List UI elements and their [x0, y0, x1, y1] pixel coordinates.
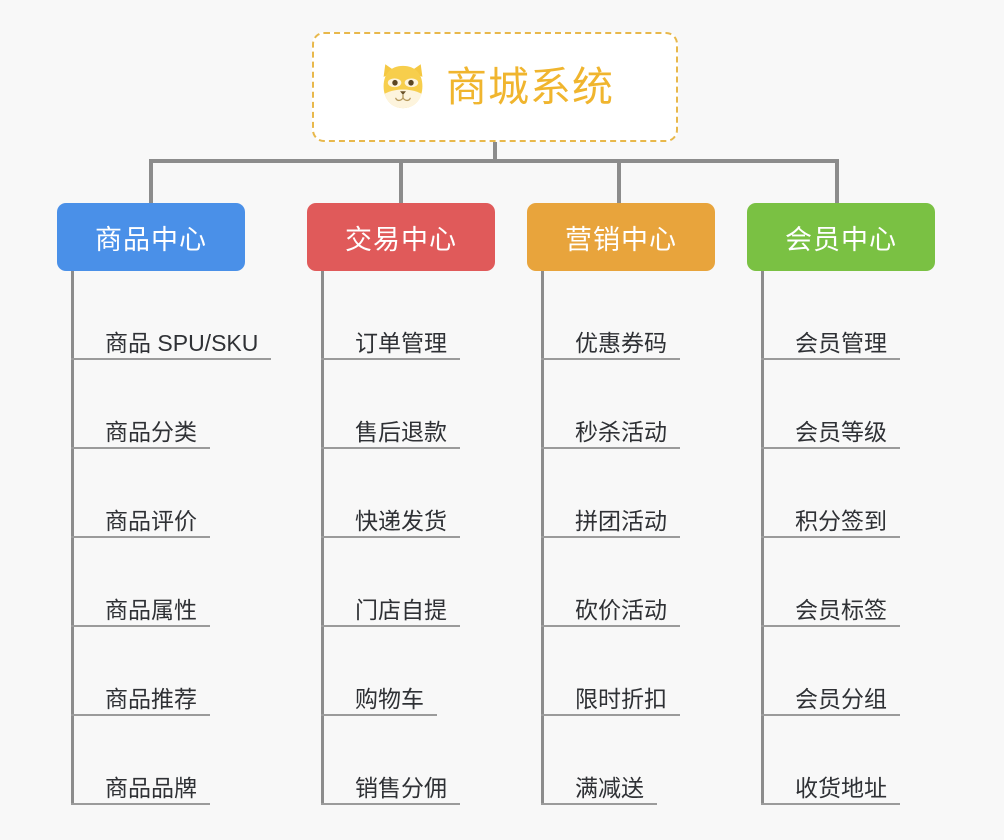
leaf-item[interactable]: 收货地址: [761, 716, 935, 805]
leaf-list-3: 会员管理 会员等级 积分签到 会员标签 会员分组 收货地址: [761, 271, 935, 805]
leaf-item[interactable]: 商品属性: [71, 538, 245, 627]
category-column-2: 营销中心 优惠券码 秒杀活动 拼团活动 砍价活动 限时折扣 满减送: [527, 203, 715, 805]
leaf-underline: [71, 447, 210, 449]
leaf-underline: [71, 803, 210, 805]
shiba-dog-icon: [383, 64, 423, 109]
leaf-label: 快递发货: [355, 507, 447, 534]
leaf-underline: [761, 536, 900, 538]
leaf-label: 积分签到: [795, 507, 887, 534]
category-header-0[interactable]: 商品中心: [57, 203, 245, 271]
leaf-list-2: 优惠券码 秒杀活动 拼团活动 砍价活动 限时折扣 满减送: [541, 271, 715, 805]
leaf-label: 售后退款: [355, 418, 447, 445]
leaf-underline: [761, 358, 900, 360]
leaf-underline: [541, 536, 680, 538]
leaf-item[interactable]: 商品 SPU/SKU: [71, 271, 271, 360]
leaf-label: 门店自提: [355, 596, 447, 623]
leaf-label: 商品 SPU/SKU: [105, 329, 259, 356]
leaf-item[interactable]: 销售分佣: [321, 716, 495, 805]
leaf-item[interactable]: 满减送: [541, 716, 715, 805]
leaf-item[interactable]: 快递发货: [321, 449, 495, 538]
category-header-1[interactable]: 交易中心: [307, 203, 495, 271]
category-header-3[interactable]: 会员中心: [747, 203, 935, 271]
leaf-label: 购物车: [355, 685, 424, 712]
leaf-underline: [541, 447, 680, 449]
root-title: 商城系统: [446, 63, 614, 110]
leaf-label: 满减送: [575, 774, 644, 801]
leaf-item[interactable]: 商品推荐: [71, 627, 245, 716]
category-header-label: 商品中心: [95, 224, 207, 255]
category-header-2[interactable]: 营销中心: [527, 203, 715, 271]
leaf-label: 商品评价: [105, 507, 197, 534]
leaf-label: 商品品牌: [105, 774, 197, 801]
connector-drop-1: [149, 159, 153, 205]
leaf-underline: [761, 625, 900, 627]
leaf-label: 优惠券码: [575, 329, 667, 356]
leaf-label: 销售分佣: [355, 774, 447, 801]
category-column-0: 商品中心 商品 SPU/SKU 商品分类 商品评价 商品属性 商品推荐 商品品牌: [57, 203, 271, 805]
category-header-label: 交易中心: [345, 224, 457, 255]
leaf-label: 收货地址: [795, 774, 887, 801]
leaf-underline: [541, 714, 680, 716]
leaf-item[interactable]: 商品评价: [71, 449, 245, 538]
category-column-1: 交易中心 订单管理 售后退款 快递发货 门店自提 购物车 销售分佣: [307, 203, 495, 805]
leaf-underline: [71, 358, 271, 360]
leaf-underline: [541, 625, 680, 627]
connector-bus: [149, 159, 839, 163]
leaf-item[interactable]: 会员管理: [761, 271, 935, 360]
leaf-label: 商品推荐: [105, 685, 197, 712]
leaf-label: 砍价活动: [575, 596, 667, 623]
leaf-item[interactable]: 会员分组: [761, 627, 935, 716]
leaf-underline: [541, 358, 680, 360]
leaf-list-1: 订单管理 售后退款 快递发货 门店自提 购物车 销售分佣: [321, 271, 495, 805]
leaf-underline: [321, 447, 460, 449]
leaf-underline: [321, 803, 460, 805]
leaf-item[interactable]: 售后退款: [321, 360, 495, 449]
leaf-label: 限时折扣: [575, 685, 667, 712]
connector-drop-4: [835, 159, 839, 205]
leaf-underline: [761, 803, 900, 805]
leaf-label: 商品属性: [105, 596, 197, 623]
leaf-underline: [321, 625, 460, 627]
leaf-item[interactable]: 门店自提: [321, 538, 495, 627]
category-header-label: 会员中心: [785, 224, 897, 255]
leaf-underline: [761, 714, 900, 716]
category-column-3: 会员中心 会员管理 会员等级 积分签到 会员标签 会员分组 收货地址: [747, 203, 935, 805]
leaf-item[interactable]: 订单管理: [321, 271, 495, 360]
leaf-underline: [541, 803, 657, 805]
leaf-label: 订单管理: [355, 329, 447, 356]
leaf-item[interactable]: 优惠券码: [541, 271, 715, 360]
leaf-underline: [71, 714, 210, 716]
leaf-item[interactable]: 秒杀活动: [541, 360, 715, 449]
leaf-list-0: 商品 SPU/SKU 商品分类 商品评价 商品属性 商品推荐 商品品牌: [71, 271, 271, 805]
leaf-item[interactable]: 拼团活动: [541, 449, 715, 538]
leaf-item[interactable]: 会员标签: [761, 538, 935, 627]
leaf-label: 会员标签: [795, 596, 887, 623]
leaf-label: 秒杀活动: [575, 418, 667, 445]
leaf-underline: [321, 714, 437, 716]
connector-drop-3: [617, 159, 621, 205]
leaf-underline: [761, 447, 900, 449]
leaf-item[interactable]: 购物车: [321, 627, 495, 716]
leaf-underline: [71, 536, 210, 538]
leaf-item[interactable]: 限时折扣: [541, 627, 715, 716]
leaf-item[interactable]: 会员等级: [761, 360, 935, 449]
leaf-item[interactable]: 商品分类: [71, 360, 245, 449]
leaf-label: 拼团活动: [575, 507, 667, 534]
leaf-underline: [321, 358, 460, 360]
leaf-label: 会员等级: [795, 418, 887, 445]
leaf-label: 会员管理: [795, 329, 887, 356]
leaf-item[interactable]: 商品品牌: [71, 716, 245, 805]
leaf-label: 商品分类: [105, 418, 197, 445]
leaf-underline: [321, 536, 460, 538]
leaf-label: 会员分组: [795, 685, 887, 712]
leaf-item[interactable]: 积分签到: [761, 449, 935, 538]
root-node[interactable]: 商城系统: [312, 32, 678, 142]
leaf-item[interactable]: 砍价活动: [541, 538, 715, 627]
category-header-label: 营销中心: [565, 224, 677, 255]
leaf-underline: [71, 625, 210, 627]
connector-drop-2: [399, 159, 403, 205]
connector-root-stem: [493, 142, 497, 161]
